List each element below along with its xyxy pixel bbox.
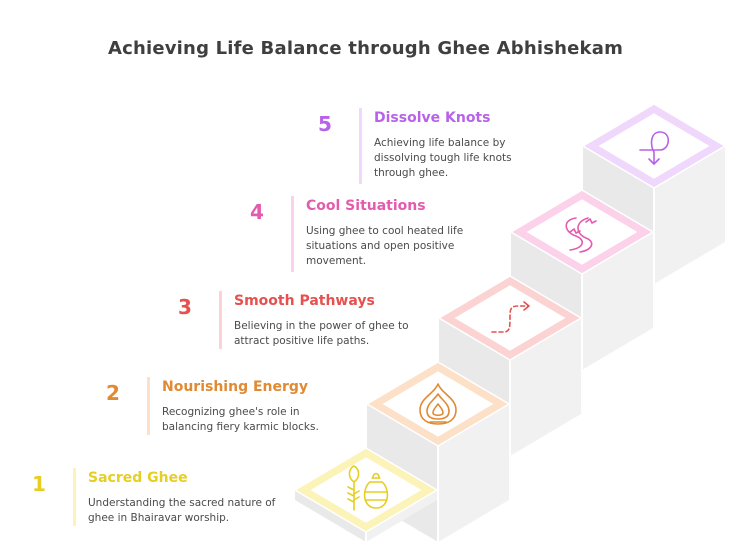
step-top-face (526, 199, 638, 265)
wheat-and-ghee-pot-icon (347, 465, 389, 511)
step-title: Cool Situations (306, 198, 426, 214)
step-accent-bar (219, 291, 222, 349)
step-title: Nourishing Energy (162, 379, 309, 395)
step-description: Understanding the sacred nature of ghee … (88, 497, 276, 524)
step-number: 3 (178, 295, 192, 319)
step-right-face (366, 490, 437, 542)
step-title: Sacred Ghee (88, 470, 188, 486)
step-description: Achieving life balance by dissolving tou… (374, 137, 512, 179)
step-number: 4 (250, 200, 264, 224)
step-description: Believing in the power of ghee to attrac… (234, 320, 409, 347)
step-title: Dissolve Knots (374, 110, 491, 126)
knot-loop-arrow-icon (639, 131, 670, 165)
diagram-title: Achieving Life Balance through Ghee Abhi… (107, 38, 624, 59)
step-accent-bar (359, 108, 362, 184)
step-left-face (295, 490, 366, 542)
step-number: 5 (318, 112, 332, 136)
step-number: 1 (32, 472, 46, 496)
step-title: Smooth Pathways (234, 293, 375, 309)
step-description: Recognizing ghee's role in balancing fie… (162, 406, 319, 433)
flowing-waves-icon (565, 217, 597, 253)
dashed-path-arrow-icon (491, 301, 530, 333)
step-right-face (510, 318, 581, 456)
step-description: Using ghee to cool heated life situation… (306, 225, 464, 267)
step-accent-bar (291, 196, 294, 272)
step-accent-bar (73, 468, 76, 526)
step-right-face (654, 146, 725, 284)
step-right-face (438, 404, 509, 542)
step-accent-bar (147, 377, 150, 435)
flame-icon (419, 383, 457, 425)
step-top-face (598, 113, 710, 179)
step-number: 2 (106, 381, 120, 405)
step-right-face (582, 232, 653, 370)
